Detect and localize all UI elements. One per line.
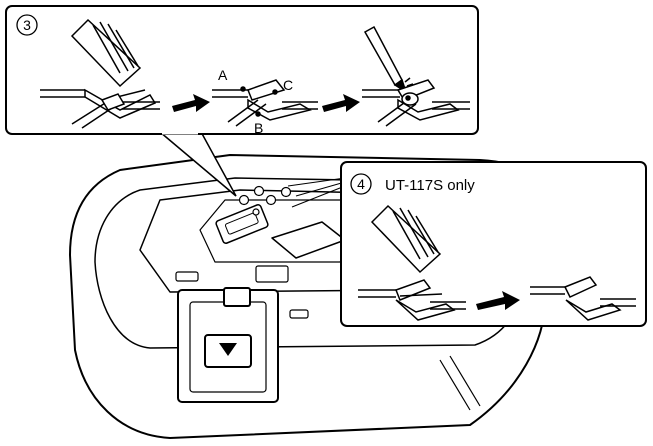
point-label-c: C: [283, 77, 293, 93]
clip-latch: [223, 287, 251, 307]
step4-number: 4: [357, 176, 365, 192]
arrow-right-icon: [476, 291, 520, 310]
cutter-icon: [370, 204, 442, 274]
point-label-b: B: [254, 120, 263, 136]
crossed-leads-3: [362, 79, 470, 127]
step4-pointer-lines: [287, 177, 346, 208]
cutter-icon: [70, 18, 142, 88]
step4-caption: UT-117S only: [385, 177, 475, 194]
board-components: [238, 185, 292, 216]
step4-number-badge: [350, 173, 372, 195]
crossed-leads-4: [358, 279, 466, 321]
arrow-right-icon: [322, 94, 360, 112]
step3-number-badge: [16, 14, 38, 36]
crossed-leads-2: [212, 79, 318, 127]
separated-leads: [530, 276, 636, 321]
down-arrow-icon: [219, 343, 237, 356]
step3-pointer: [159, 129, 237, 197]
step3-number: 3: [23, 17, 31, 33]
point-label-a: A: [218, 67, 228, 83]
crossed-leads-1: [40, 88, 160, 129]
step3-callout: 3: [5, 5, 479, 197]
step4-callout: 4 UT-117S only: [340, 161, 647, 327]
step3-panel: [5, 5, 479, 135]
arrow-right-icon: [172, 94, 210, 112]
